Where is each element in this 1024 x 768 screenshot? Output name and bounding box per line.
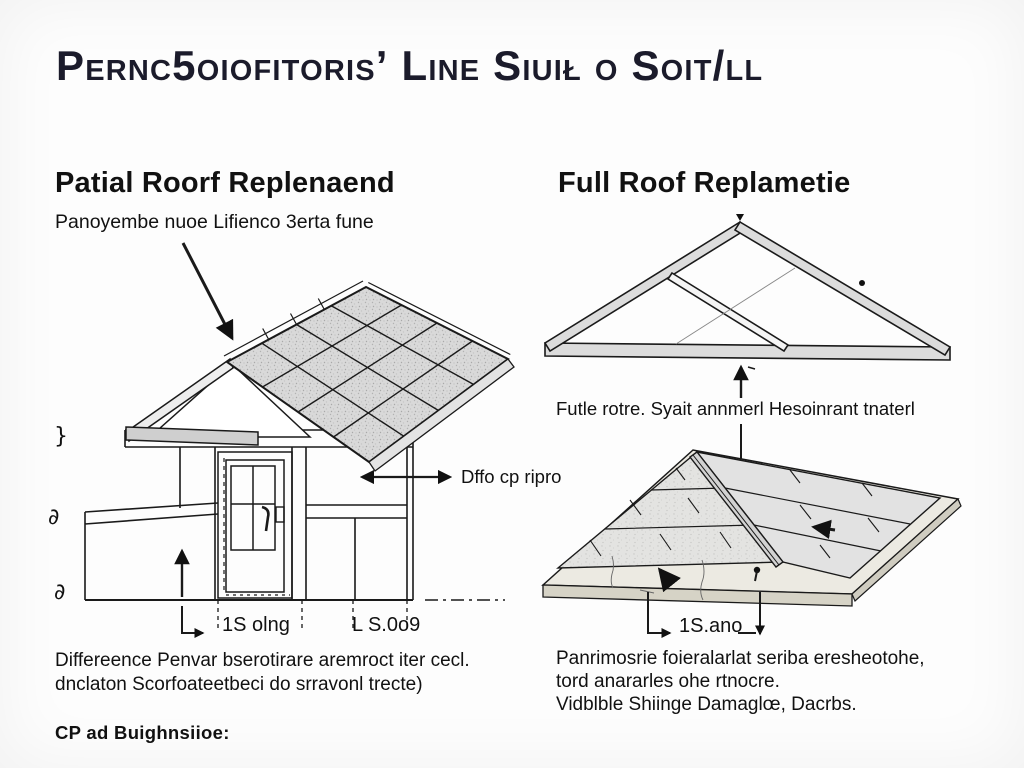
deck-right-edge [851,497,962,603]
bent-arrow [657,567,681,593]
fascia-board [125,426,259,446]
dimension-marks-left [181,600,408,638]
dimension-marks-right [647,592,765,638]
dim-label-right: 1S.ano [679,615,743,637]
truss-bottom-chord [544,342,951,361]
dim-label-left-2: L S.0o9 [352,614,421,636]
door-keyplate [275,506,285,523]
right-caption-2: tord anararles ohe rtnocre. [556,671,780,692]
roof-pointer-arrow [181,242,234,341]
full-roof-diagram [541,214,962,638]
truss-up-arrow [733,364,756,398]
crack-lines [610,555,705,601]
left-caption-1: Differeence Penvar bserotirare aremroct … [55,650,470,671]
eave-callout-label: Dffo cp ripro [461,466,562,487]
plane-arrow [811,519,836,539]
apex-mark [736,214,744,221]
page-title: Pernc5oiofitorisʼ Line Siuił o Soit/ll [56,42,764,89]
truss-right-rafter [733,220,952,357]
roof-edge-thickness [368,358,515,472]
dim-label-left-1: 1S olng [222,614,290,636]
house-door [217,451,293,599]
right-caption-3: Vidblble Shiinge Damaglœ, Dacrbs. [556,694,857,715]
roof-section [541,449,962,607]
ridge-bar [688,451,785,568]
footer-note: CP ad Buighnsiioe: [55,722,230,743]
left-caption-2: dnclaton Scorfoateetbeci do srravonl tre… [55,674,423,695]
ridge-caps [223,280,511,357]
house-walls [84,429,505,601]
left-subtitle: Panoyembe nuoe Lifienco 3erta fune [55,211,374,233]
shingle-grid [261,304,474,438]
left-heading: Patial Roorf Replenaend [55,167,395,199]
axis-tick-2: ∂ [48,505,60,530]
door-handle [261,505,270,532]
axis-tick-3: ∂ [54,580,66,605]
truss-label: Futle rotre. Syait annmerl Hesoinrant tn… [556,398,915,419]
house-gable-rafter [125,357,312,446]
right-caption-1: Panrimosrie foieralarlat seriba eresheot… [556,648,925,669]
shingle-damage-marks [610,519,836,601]
truss-strut [666,271,790,353]
shingle-roof-panel [223,280,515,472]
truss-frame [543,214,952,361]
deck-front-edge [542,584,853,607]
truss-left-rafter [543,220,747,353]
partial-roof-diagram [84,242,515,638]
right-heading: Full Roof Replametie [558,167,851,199]
rafter-mark [859,280,865,286]
axis-tick-1: } [54,424,68,449]
